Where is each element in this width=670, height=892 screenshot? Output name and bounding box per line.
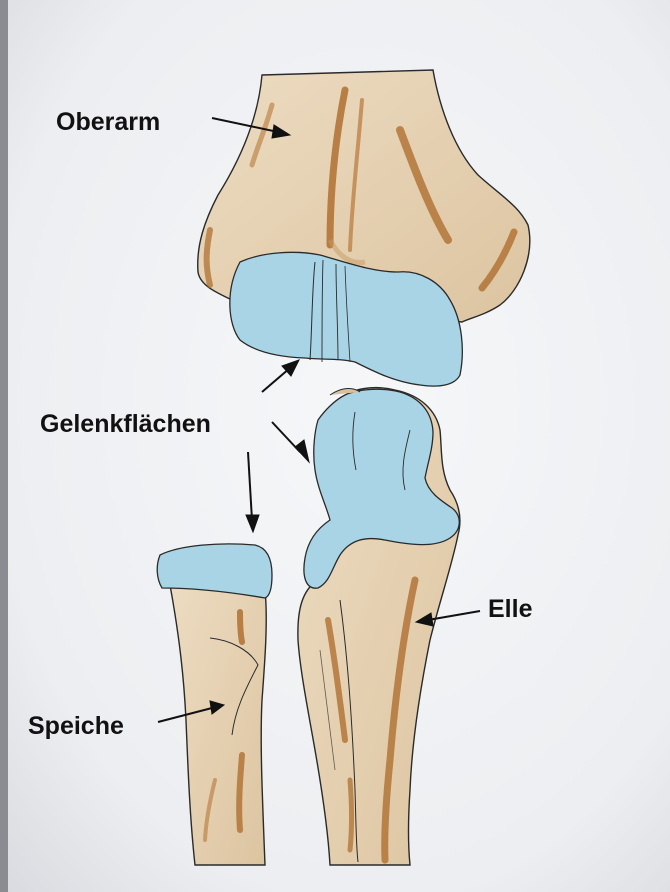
humerus-streak [207, 230, 210, 285]
label-elle: Elle [488, 597, 532, 622]
dark-left-border [0, 0, 8, 892]
radius-streak [240, 612, 242, 642]
label-oberarm: Oberarm [56, 110, 160, 135]
label-gelenkflaechen: Gelenkflächen [40, 412, 211, 437]
radius-streak [239, 755, 242, 830]
ulna-streak [350, 780, 352, 850]
label-speiche: Speiche [28, 714, 124, 739]
